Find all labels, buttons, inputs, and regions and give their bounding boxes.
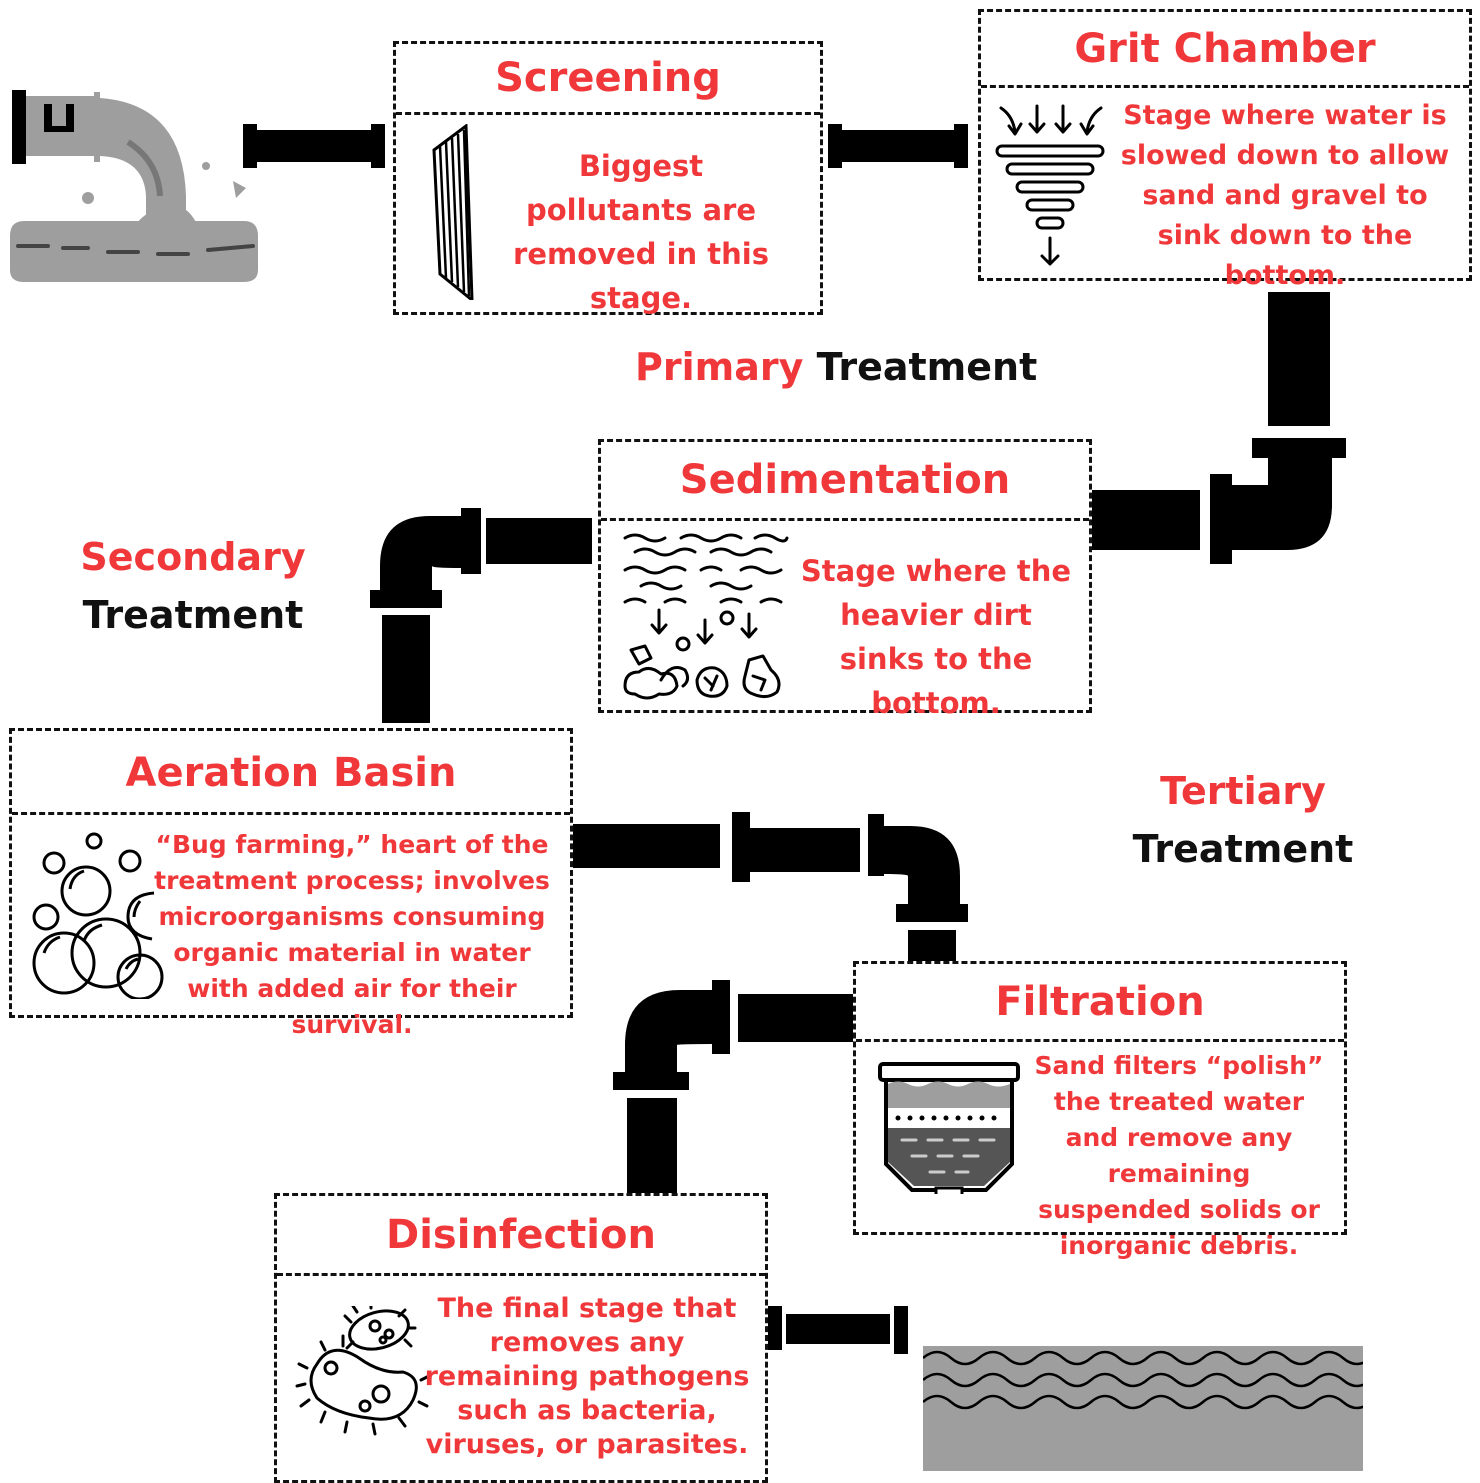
- clean-water-body-icon: [923, 1346, 1363, 1471]
- phase-label-secondary: Secondary Treatment: [80, 528, 306, 644]
- funnel-arrows-icon: [995, 104, 1105, 266]
- bar-screen-icon: [432, 124, 474, 300]
- phase-highlight: Tertiary: [1160, 769, 1326, 813]
- sewage-outfall-icon: [10, 90, 258, 282]
- stage-title: Grit Chamber: [981, 12, 1469, 88]
- stage-description: Biggest pollutants are removed in this s…: [513, 149, 769, 315]
- stage-description: The final stage that removes any remaini…: [424, 1293, 750, 1460]
- phase-label-primary: Primary Treatment: [635, 338, 1037, 396]
- bubbles-icon: [32, 832, 164, 999]
- stage-title: Aeration Basin: [12, 731, 570, 815]
- stage-description: Stage where the heavier dirt sinks to th…: [800, 554, 1072, 720]
- stage-disinfection: Disinfection The final stage that remove…: [274, 1193, 768, 1483]
- phase-highlight: Primary: [635, 345, 804, 389]
- phase-word: Treatment: [82, 593, 304, 637]
- stage-sedimentation: Sedimentation Stage where the heavier di…: [598, 439, 1092, 720]
- phase-label-tertiary: Tertiary Treatment: [1132, 762, 1354, 878]
- stage-screening: Screening Biggest pollutants are removed…: [393, 41, 823, 315]
- settling-particles-icon: [623, 533, 789, 700]
- stage-title: Screening: [396, 44, 820, 115]
- stage-title: Sedimentation: [601, 442, 1089, 521]
- sand-filter-icon: [878, 1062, 1020, 1194]
- stage-description: “Bug farming,” heart of the treatment pr…: [154, 830, 550, 1039]
- stage-title: Filtration: [856, 964, 1344, 1042]
- phase-word: Treatment: [1132, 827, 1354, 871]
- stage-description: Sand filters “polish” the treated water …: [1034, 1051, 1324, 1260]
- stage-description: Stage where water is slowed down to allo…: [1120, 100, 1450, 291]
- stage-title: Disinfection: [277, 1196, 765, 1276]
- stage-aeration-basin: Aeration Basin “Bug farming,” heart of t…: [9, 728, 573, 1039]
- stage-grit-chamber: Grit Chamber Stage where water is slowed…: [978, 9, 1472, 291]
- stage-filtration: Filtration Sand filters “polish” the tre…: [853, 961, 1347, 1260]
- bacteria-icon: [295, 1306, 431, 1436]
- phase-highlight: Secondary: [80, 535, 306, 579]
- phase-word: Treatment: [816, 345, 1038, 389]
